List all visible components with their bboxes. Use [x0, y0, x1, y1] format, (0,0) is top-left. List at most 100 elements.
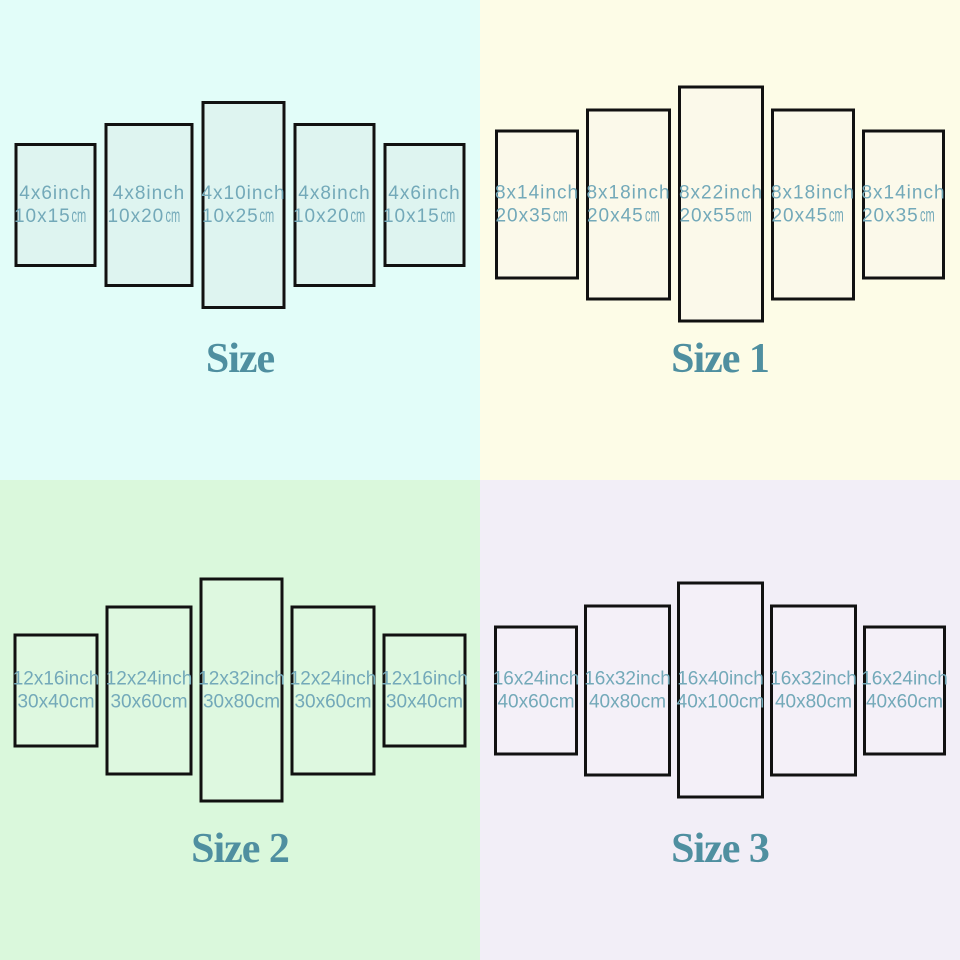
- panel-inch-label: 8x18inch: [586, 182, 671, 203]
- canvas-panel: 8x18inch 20x45cm: [771, 108, 855, 300]
- panel-cm-label: 40x100cm: [677, 690, 765, 713]
- panel-cm-unit: cm: [162, 691, 188, 712]
- panel-inch-label: 16x32inch: [584, 668, 671, 689]
- quadrant-size-1: 8x14inch 20x35cm 8x18inch 20x45cm 8x22in…: [480, 0, 960, 480]
- canvas-panel: 8x18inch 20x45cm: [586, 108, 671, 300]
- canvas-panel: 4x10inch 10x25cm: [201, 101, 286, 309]
- panel-inch-label: 8x18inch: [770, 182, 856, 203]
- panel-cm-unit: cm: [71, 206, 87, 227]
- canvas-panel: 12x16inch 30x40cm: [12, 633, 100, 747]
- panel-cm-value: 30x40: [385, 691, 438, 712]
- panel-cm-value: 40x100: [676, 691, 740, 712]
- panel-cm-label: 30x60cm: [294, 690, 371, 713]
- canvas-panel: 4x8inch 10x20cm: [292, 123, 376, 287]
- panel-cm-label: 10x20cm: [107, 205, 190, 228]
- panel-cm-value: 10x20: [107, 206, 165, 227]
- quadrant-title: Size 3: [671, 826, 770, 872]
- panel-inch-label: 4x10inch: [201, 183, 286, 204]
- panel-group: 12x16inch 30x40cm 12x24inch 30x60cm 12x3…: [12, 577, 468, 803]
- panel-cm-unit: cm: [69, 691, 95, 712]
- canvas-panel: 8x14inch 20x35cm: [495, 129, 579, 279]
- panel-cm-value: 20x55: [679, 205, 737, 226]
- quadrant-size-2: 12x16inch 30x40cm 12x24inch 30x60cm 12x3…: [0, 480, 480, 960]
- panel-cm-value: 30x60: [110, 691, 163, 712]
- panel-cm-unit: cm: [165, 206, 180, 227]
- canvas-panel: 16x32inch 40x80cm: [770, 604, 857, 776]
- panel-cm-label: 40x60cm: [866, 690, 943, 713]
- panel-cm-unit: cm: [644, 205, 660, 226]
- panel-cm-value: 20x45: [586, 205, 644, 226]
- panel-cm-unit: cm: [254, 691, 281, 712]
- panel-cm-value: 40x60: [497, 691, 550, 712]
- panel-cm-value: 10x20: [292, 206, 350, 227]
- panel-cm-value: 40x80: [588, 691, 641, 712]
- panel-group: 8x14inch 20x35cm 8x18inch 20x45cm 8x22in…: [495, 85, 946, 323]
- panel-cm-value: 30x60: [294, 691, 347, 712]
- panel-cm-label: 10x15cm: [383, 205, 466, 228]
- panel-cm-unit: cm: [829, 205, 844, 226]
- panel-cm-label: 30x40cm: [17, 690, 94, 713]
- panel-cm-value: 10x25: [201, 206, 259, 227]
- panel-cm-value: 40x80: [774, 691, 827, 712]
- panel-cm-label: 10x25cm: [202, 205, 285, 228]
- panel-cm-label: 30x80cm: [203, 690, 280, 713]
- panel-cm-unit: cm: [737, 205, 752, 226]
- panel-cm-unit: cm: [917, 691, 944, 712]
- panel-cm-label: 20x45cm: [771, 204, 854, 227]
- panel-inch-label: 12x16inch: [381, 668, 468, 689]
- canvas-panel: 12x32inch 30x80cm: [198, 577, 285, 803]
- canvas-panel: 16x40inch 40x100cm: [677, 581, 765, 799]
- canvas-panel: 8x14inch 20x35cm: [861, 129, 946, 279]
- canvas-panel: 4x6inch 10x15cm: [383, 143, 466, 267]
- canvas-panel: 8x22inch 20x55cm: [678, 85, 764, 323]
- panel-cm-label: 20x55cm: [679, 204, 762, 227]
- panel-cm-label: 10x15cm: [14, 205, 97, 228]
- panel-inch-label: 12x24inch: [105, 668, 193, 689]
- panel-cm-unit: cm: [640, 691, 667, 712]
- panel-inch-label: 8x14inch: [861, 182, 946, 203]
- canvas-panel: 16x24inch 40x60cm: [492, 625, 580, 755]
- panel-cm-label: 40x80cm: [775, 690, 852, 713]
- panel-cm-label: 20x35cm: [495, 204, 578, 227]
- panel-inch-label: 12x24inch: [289, 668, 377, 689]
- panel-group: 4x6inch 10x15cm 4x8inch 10x20cm 4x10inch…: [14, 101, 466, 309]
- panel-cm-value: 30x80: [202, 691, 255, 712]
- panel-cm-unit: cm: [739, 691, 765, 712]
- panel-inch-label: 8x14inch: [494, 182, 580, 203]
- panel-cm-unit: cm: [826, 691, 853, 712]
- canvas-panel: 16x24inch 40x60cm: [861, 625, 948, 755]
- panel-cm-unit: cm: [437, 691, 464, 712]
- panel-cm-unit: cm: [259, 206, 275, 227]
- panel-inch-label: 4x6inch: [388, 183, 461, 204]
- panel-cm-label: 40x60cm: [497, 690, 574, 713]
- panel-cm-label: 20x35cm: [862, 204, 945, 227]
- panel-cm-value: 30x40: [17, 691, 70, 712]
- panel-inch-label: 12x32inch: [198, 668, 285, 689]
- canvas-panel: 12x24inch 30x60cm: [105, 605, 193, 775]
- panel-cm-value: 20x35: [495, 205, 553, 226]
- canvas-panel: 16x32inch 40x80cm: [584, 604, 671, 776]
- quadrant-title: Size: [205, 336, 275, 382]
- panel-inch-label: 16x24inch: [861, 668, 948, 689]
- panel-group: 16x24inch 40x60cm 16x32inch 40x80cm 16x4…: [492, 581, 948, 799]
- panel-inch-label: 4x8inch: [298, 183, 371, 204]
- panel-cm-unit: cm: [553, 205, 568, 226]
- panel-cm-unit: cm: [549, 691, 575, 712]
- panel-cm-label: 30x60cm: [110, 690, 187, 713]
- panel-inch-label: 16x40inch: [677, 668, 764, 689]
- canvas-panel: 4x6inch 10x15cm: [14, 143, 97, 267]
- panel-cm-unit: cm: [350, 206, 366, 227]
- panel-cm-unit: cm: [919, 205, 935, 226]
- panel-inch-label: 16x24inch: [492, 668, 580, 689]
- canvas-panel: 12x16inch 30x40cm: [381, 633, 468, 747]
- panel-cm-unit: cm: [440, 206, 456, 227]
- panel-inch-label: 4x8inch: [112, 183, 186, 204]
- canvas-panel: 4x8inch 10x20cm: [104, 123, 194, 287]
- panel-cm-value: 20x35: [861, 205, 919, 226]
- panel-cm-label: 20x45cm: [587, 204, 670, 227]
- quadrant-size-3: 16x24inch 40x60cm 16x32inch 40x80cm 16x4…: [480, 480, 960, 960]
- panel-cm-value: 10x15: [13, 206, 71, 227]
- panel-inch-label: 12x16inch: [12, 668, 100, 689]
- panel-cm-value: 20x45: [771, 205, 829, 226]
